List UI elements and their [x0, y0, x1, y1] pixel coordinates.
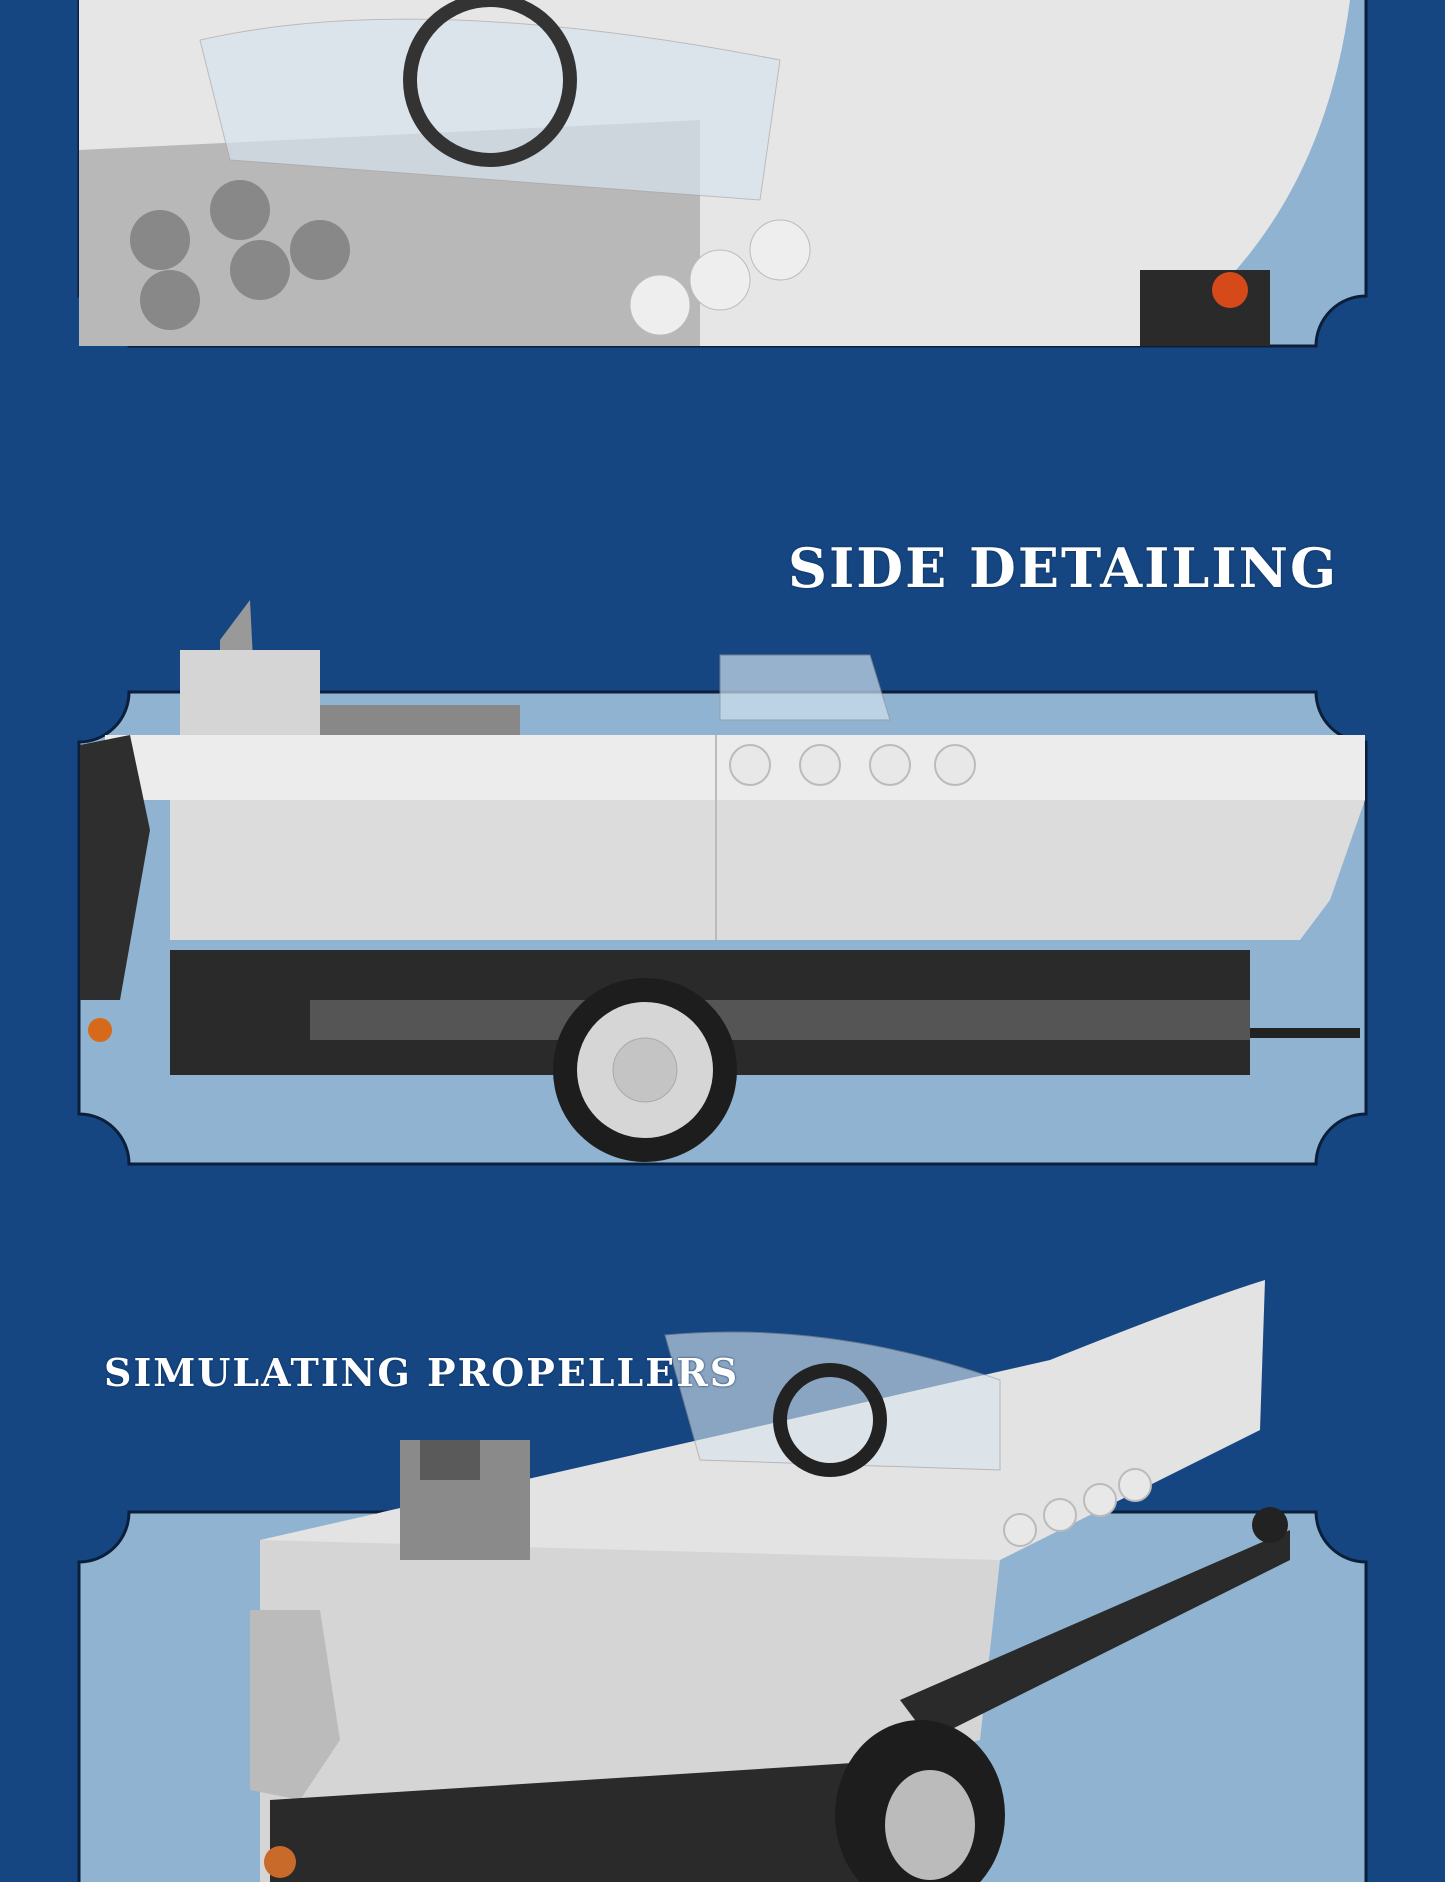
- side-detailing-caption: SIDE DETAILING: [788, 536, 1339, 600]
- boat-top-view: [79, 0, 1350, 346]
- boat-rear-view: [250, 1280, 1290, 1882]
- simulating-propellers-caption: SIMULATING PROPELLERS: [104, 1350, 740, 1395]
- boat-side-view: [80, 600, 1365, 1162]
